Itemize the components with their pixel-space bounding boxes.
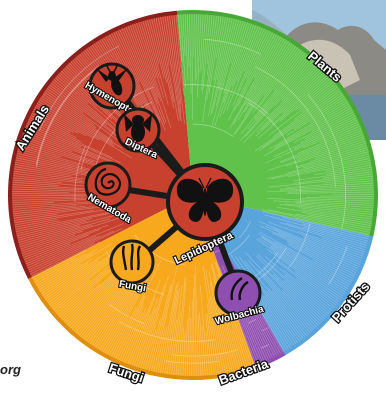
source-url-fragment: org — [0, 362, 21, 377]
